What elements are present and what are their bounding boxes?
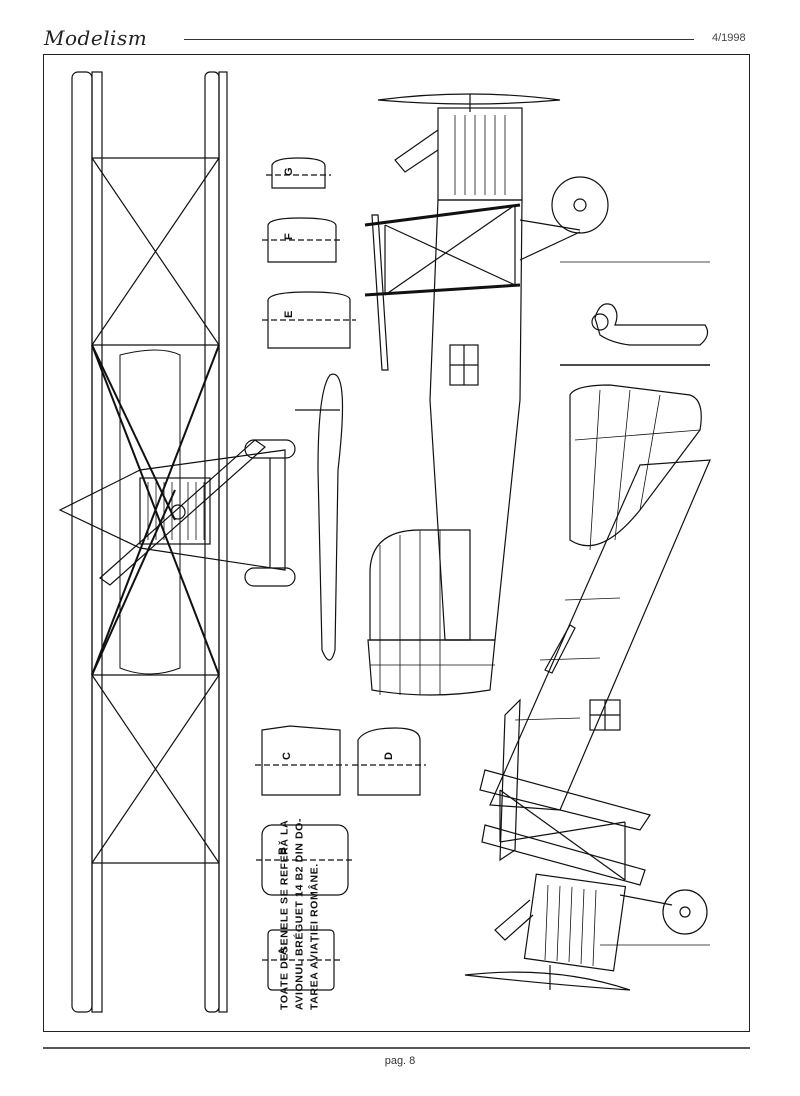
fuselage-sections <box>255 157 426 991</box>
section-label-b: B <box>277 847 289 855</box>
header-rule <box>184 39 694 40</box>
section-label-f: F <box>283 233 295 240</box>
note-line-3: TAREA AVIAȚIEI ROMÂNE. <box>308 863 321 1010</box>
page-number: pag. 8 <box>384 1055 416 1067</box>
note-line-1: TOATE DESENELE SE REFERĂ LA <box>278 819 291 1010</box>
section-label-e: E <box>283 311 295 318</box>
drawing-frame <box>43 54 750 1032</box>
section-label-d: D <box>383 752 395 760</box>
drawing-note: TOATE DESENELE SE REFERĂ LA AVIONUL BRÉG… <box>278 770 323 1010</box>
perspective-view-drawing <box>464 384 711 991</box>
magazine-title: Modelism <box>44 26 148 50</box>
section-label-a: A <box>277 947 289 955</box>
side-view-drawing <box>364 93 710 696</box>
issue-number: 4/1998 <box>712 32 746 44</box>
footer-rule <box>43 1047 750 1049</box>
top-view-drawing <box>58 71 296 1013</box>
section-label-c: C <box>281 752 293 760</box>
section-label-g: G <box>283 167 295 176</box>
note-line-2: AVIONUL BRÉGUET 14 B2 DIN DO- <box>293 817 306 1010</box>
